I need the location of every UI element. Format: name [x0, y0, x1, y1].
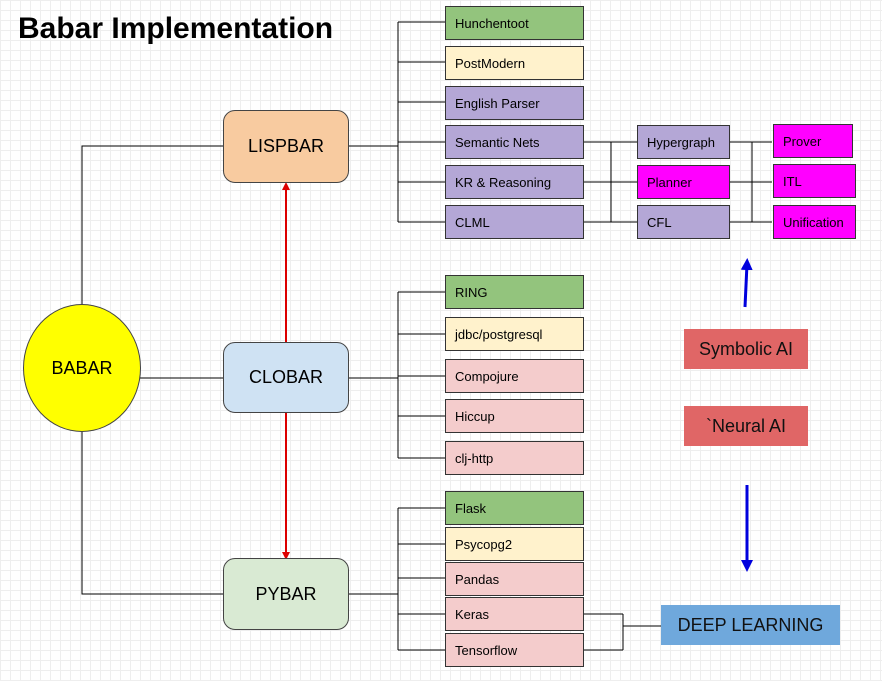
hunchentoot-node: Hunchentoot	[445, 6, 584, 40]
psycopg2-node: Psycopg2	[445, 527, 584, 561]
pybar-node: PYBAR	[223, 558, 349, 630]
arrow-up-symbolic	[740, 258, 753, 308]
connector-babar-lispbar	[81, 145, 224, 306]
planner-node: Planner	[637, 165, 730, 199]
jdbc-postgresql-node: jdbc/postgresql	[445, 317, 584, 351]
postmodern-node: PostModern	[445, 46, 584, 80]
babar-node: BABAR	[23, 304, 141, 432]
compojure-node: Compojure	[445, 359, 584, 393]
connector-level2-to-level3	[730, 141, 772, 223]
flask-node: Flask	[445, 491, 584, 525]
connector-pybar-children	[349, 507, 445, 651]
connector-to-deep-learning	[584, 613, 661, 651]
clml-node: CLML	[445, 205, 584, 239]
hiccup-node: Hiccup	[445, 399, 584, 433]
connector-babar-pybar	[81, 430, 224, 595]
hypergraph-node: Hypergraph	[637, 125, 730, 159]
neural-ai-label: `Neural AI	[684, 406, 808, 446]
deep-learning-node: DEEP LEARNING	[661, 605, 840, 645]
tensorflow-node: Tensorflow	[445, 633, 584, 667]
lispbar-node: LISPBAR	[223, 110, 349, 183]
symbolic-ai-label: Symbolic AI	[684, 329, 808, 369]
kr-reasoning-node: KR & Reasoning	[445, 165, 584, 199]
semantic-nets-node: Semantic Nets	[445, 125, 584, 159]
connector-lispbar-children	[349, 21, 445, 223]
ring-node: RING	[445, 275, 584, 309]
connector-clobar-children	[349, 291, 445, 459]
prover-node: Prover	[773, 124, 853, 158]
itl-node: ITL	[773, 164, 856, 198]
clobar-node: CLOBAR	[223, 342, 349, 413]
unification-node: Unification	[773, 205, 856, 239]
diagram-title: Babar Implementation	[18, 12, 334, 45]
clj-http-node: clj-http	[445, 441, 584, 475]
keras-node: Keras	[445, 597, 584, 631]
connector-lisp-to-level2	[584, 141, 637, 223]
pandas-node: Pandas	[445, 562, 584, 596]
cfl-node: CFL	[637, 205, 730, 239]
english-parser-node: English Parser	[445, 86, 584, 120]
